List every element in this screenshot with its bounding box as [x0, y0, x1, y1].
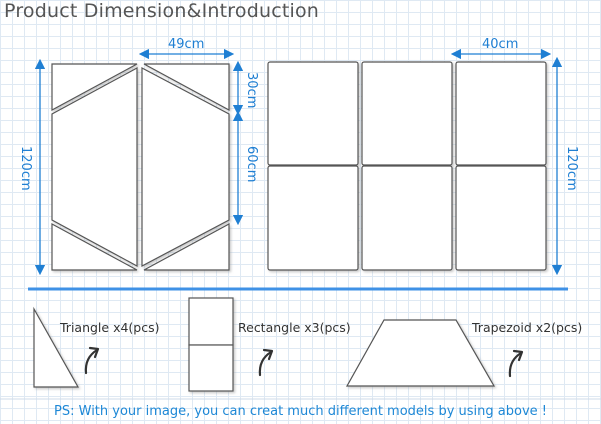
- rect-panel-1-top: [267, 61, 359, 166]
- curved-arrow-icon: [84, 346, 100, 375]
- dimension-lines: [34, 48, 563, 276]
- page-title: Product Dimension&Introduction: [4, 0, 320, 22]
- hexagon-panel-set: [51, 63, 230, 271]
- footnote: PS: With your image, you can creat much …: [54, 404, 547, 419]
- triangle-label: Triangle x4(pcs): [60, 320, 160, 335]
- dim-label-mid-segment: 60cm: [244, 146, 259, 183]
- dim-label-hex-width: 49cm: [168, 37, 205, 52]
- rect-panel-3-bottom: [455, 165, 547, 271]
- trapezoid-sample: [345, 319, 496, 387]
- curved-arrow-icon: [508, 349, 524, 378]
- triangle-piece-bottom-left: [51, 222, 138, 271]
- dim-label-right-height: 120cm: [564, 146, 579, 191]
- dim-label-top-segment: 30cm: [244, 72, 259, 109]
- hexagon-half-right: [141, 67, 230, 267]
- rect-panel-2-bottom: [361, 165, 453, 271]
- dim-label-rect-width: 40cm: [482, 37, 519, 52]
- piece-samples: [33, 297, 496, 392]
- triangle-piece-bottom-right: [143, 222, 230, 271]
- rect-panel-2-top: [361, 61, 453, 166]
- rectangle-sample-top: [188, 297, 234, 346]
- dim-label-left-height: 120cm: [18, 146, 33, 191]
- rect-panel-3-top: [455, 61, 547, 166]
- curved-arrow-icon: [258, 348, 274, 377]
- rectangle-label: Rectangle x3(pcs): [238, 320, 351, 335]
- rectangle-sample-bottom: [188, 344, 234, 392]
- trapezoid-label: Trapezoid x2(pcs): [472, 320, 583, 335]
- rectangle-panel-set: [267, 61, 547, 271]
- hexagon-half-left: [51, 66, 138, 268]
- triangle-piece-top-left: [51, 63, 138, 112]
- rect-panel-1-bottom: [267, 165, 359, 271]
- triangle-sample: [33, 306, 80, 388]
- triangle-piece-top-right: [143, 63, 230, 112]
